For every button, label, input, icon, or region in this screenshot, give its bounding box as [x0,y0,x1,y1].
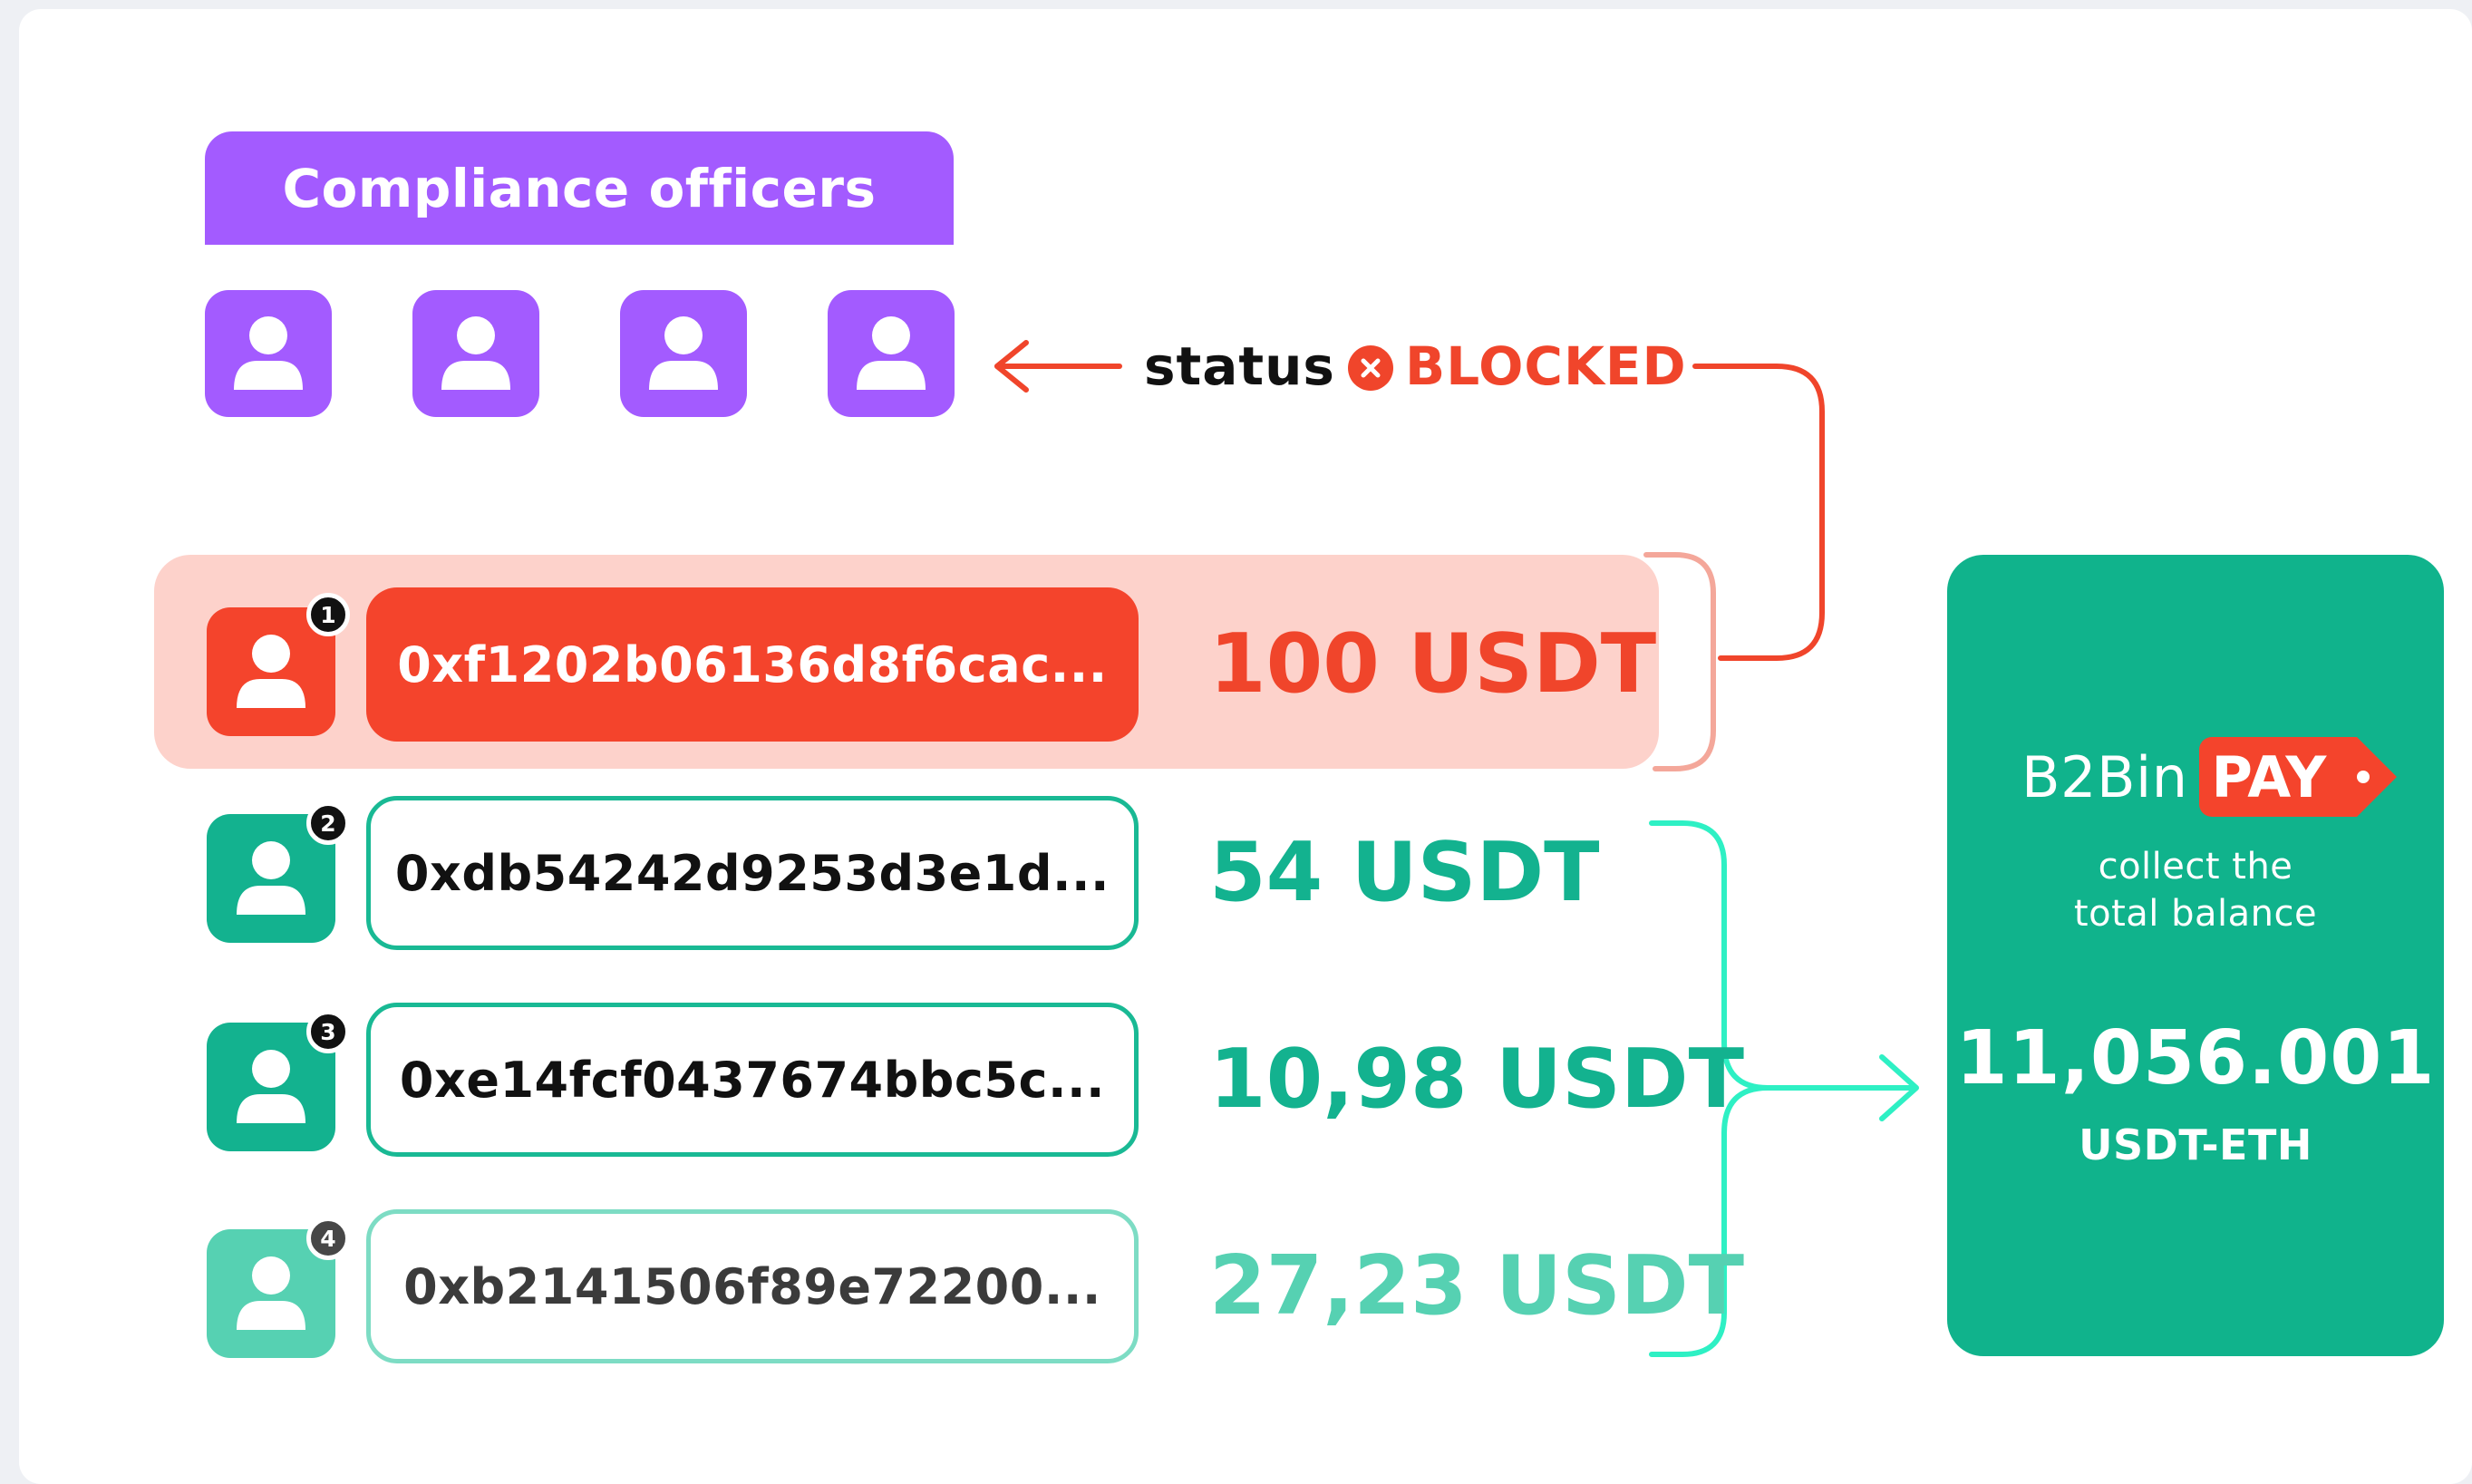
b2binpay-logo: B2Bin PAY [2021,736,2397,818]
collect-arrow-head [1879,1054,1919,1121]
x-circle-icon [1348,345,1393,391]
b2binpay-summary-card [1947,555,2444,1356]
officer-avatar [828,290,955,417]
wallet-address: 0xb2141506f89e72200... [366,1209,1139,1363]
caption-line-2: total balance [2073,893,2318,935]
wallet-index-badge: 4 [306,1217,350,1260]
compliance-officers-header: Compliance officers [205,131,954,245]
status-blocked-badge: BLOCKED [1405,335,1687,397]
user-icon [237,1256,305,1330]
row1-bracket [1643,552,1716,771]
wallet-index-badge: 1 [306,593,350,636]
wallet-address: 0xe14fcf0437674bbc5c... [366,1003,1139,1157]
user-icon [649,316,718,390]
wallet-avatar [207,1229,335,1358]
wallet-index-badge: 2 [306,801,350,845]
user-icon [441,316,510,390]
brand-pay-tag: PAY [2198,737,2397,817]
wallet-amount: 100 USDT [1209,616,1657,712]
user-icon [234,316,303,390]
wallet-amount: 10,98 USDT [1209,1032,1745,1127]
blocked-arrow-head [994,340,1029,393]
brand-dot-icon [2357,771,2370,783]
total-currency: USDT-ETH [2079,1120,2312,1169]
user-icon [237,1050,305,1123]
blocked-connector [1692,364,1825,661]
wallet-amount: 27,23 USDT [1209,1238,1745,1334]
user-icon [237,841,305,915]
officer-avatar [412,290,539,417]
wallet-amount: 54 USDT [1209,825,1600,920]
officer-avatar [620,290,747,417]
collect-caption: collect the total balance [1947,843,2444,937]
caption-line-1: collect the [2098,846,2293,887]
total-balance: 11,056.001 [1955,1015,2436,1101]
user-icon [857,316,926,390]
wallet-address: 0xdb54242d9253d3e1d... [366,796,1139,950]
wallet-avatar [207,1023,335,1151]
brand-prefix: B2Bin [2021,743,2188,810]
status-label: status [1144,335,1335,397]
wallet-index-badge: 3 [306,1010,350,1053]
user-icon [237,635,305,708]
wallet-address: 0xf1202b06136d8f6cac... [366,587,1139,742]
wallet-avatar [207,607,335,736]
brand-suffix: PAY [2211,743,2327,810]
officer-avatar [205,290,332,417]
